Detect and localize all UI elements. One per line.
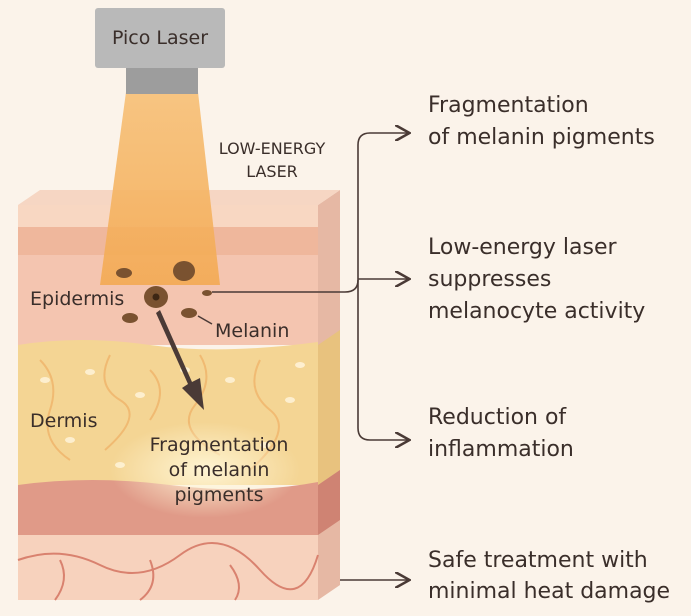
beam-label-line2: LASER (246, 162, 298, 181)
effect-4-line2: minimal heat damage (428, 579, 670, 604)
fragment-label-line2: of melanin (169, 459, 270, 481)
epidermis-label: Epidermis (30, 288, 124, 310)
connector-trunk (357, 133, 408, 146)
fragment-label-line1: Fragmentation (150, 434, 289, 456)
effect-item-inflammation: Reduction of inflammation (428, 405, 574, 462)
effect-item-safety: Safe treatment with minimal heat damage (428, 548, 670, 604)
melanin-particle (181, 308, 197, 318)
fragment-label-line3: pigments (175, 484, 264, 506)
device-body (95, 8, 225, 68)
effect-connectors (212, 133, 408, 580)
device-nozzle (126, 68, 198, 94)
device-label: Pico Laser (112, 27, 208, 49)
beam-label-line1: LOW-ENERGY (219, 139, 326, 158)
effect-4-line1: Safe treatment with (428, 548, 648, 573)
effect-2-line2: suppresses (428, 267, 551, 292)
melanin-particle (173, 261, 195, 281)
skin-side-dermis (318, 330, 340, 485)
fragmentation-glow (110, 422, 300, 518)
effect-3-line2: inflammation (428, 437, 574, 462)
melanin-pointer (197, 315, 213, 325)
hypodermis-layer (18, 535, 318, 600)
effect-item-fragmentation: Fragmentation of melanin pigments (428, 93, 655, 150)
dermis-label: Dermis (30, 410, 97, 432)
laser-beam (100, 92, 220, 285)
effect-1-line1: Fragmentation (428, 93, 589, 118)
blood-vessels (17, 542, 319, 601)
effect-2-line3: melanocyte activity (428, 299, 645, 324)
skin-side-deep (318, 470, 340, 535)
melanin-particle (122, 313, 138, 323)
melanin-core (152, 293, 160, 301)
melanin-particle (202, 290, 212, 296)
connector-to-effect-3 (357, 427, 408, 440)
fragmentation-arrow (156, 310, 204, 410)
melanin-particle (116, 268, 132, 278)
effect-3-line1: Reduction of (428, 405, 567, 430)
pico-laser-device: Pico Laser (95, 8, 225, 285)
melanin-particles (116, 261, 212, 323)
effect-1-line2: of melanin pigments (428, 125, 655, 150)
effect-item-suppression: Low-energy laser suppresses melanocyte a… (428, 235, 645, 324)
effect-2-line1: Low-energy laser (428, 235, 618, 260)
melanin-label: Melanin (215, 320, 289, 342)
